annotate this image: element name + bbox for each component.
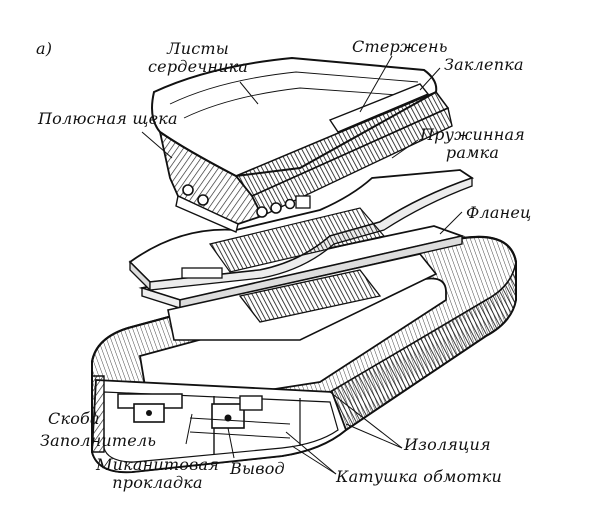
winding-coil-shape [90,235,518,474]
spring-frame-label: Пружинная рамка [420,125,525,162]
spring-frame-shape [128,169,475,292]
winding-coil-label: Катушка обмотки [336,467,503,486]
bracket-label: Скоба [48,409,100,428]
leader-lines [93,55,463,475]
pole-cheek-label: Полюсная щека [38,109,178,128]
flange-label: Фланец [466,203,532,222]
rod-label: Стержень [352,37,448,56]
rivet-label: Заклепка [444,55,524,74]
core-sheets-label: Листы сердечника [148,39,249,76]
filler-label: Заполнитель [40,431,157,450]
pole-core-shape [151,56,453,233]
micanite-gasket-label: Миканитовая прокладка [96,455,220,492]
insulation-label: Изоляция [404,435,491,454]
figure-tag: а) [36,39,53,58]
lead-label: Вывод [230,459,285,478]
